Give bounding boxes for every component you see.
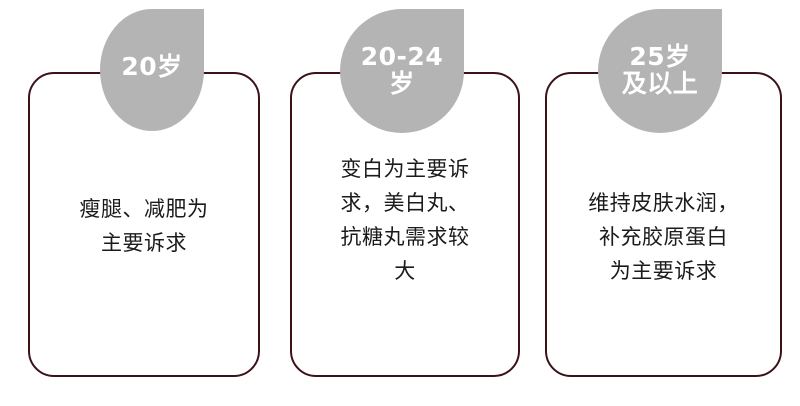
age-badge-label: 20-24 岁 [360, 41, 444, 98]
segment-card-body-text: 瘦腿、减肥为 主要诉求 [79, 197, 209, 256]
segment-card-body-text: 维持皮肤水润， 补充胶原蛋白 为主要诉求 [588, 191, 739, 284]
age-badge: 20岁 [100, 9, 204, 131]
segment-card-body-text: 变白为主要诉 求，美白丸、 抗糖丸需求较 大 [340, 157, 470, 284]
age-badge: 25岁 及以上 [598, 9, 722, 133]
age-badge-label: 25岁 及以上 [621, 41, 699, 98]
age-badge-label: 20岁 [121, 52, 183, 82]
age-badge: 20-24 岁 [340, 9, 464, 133]
